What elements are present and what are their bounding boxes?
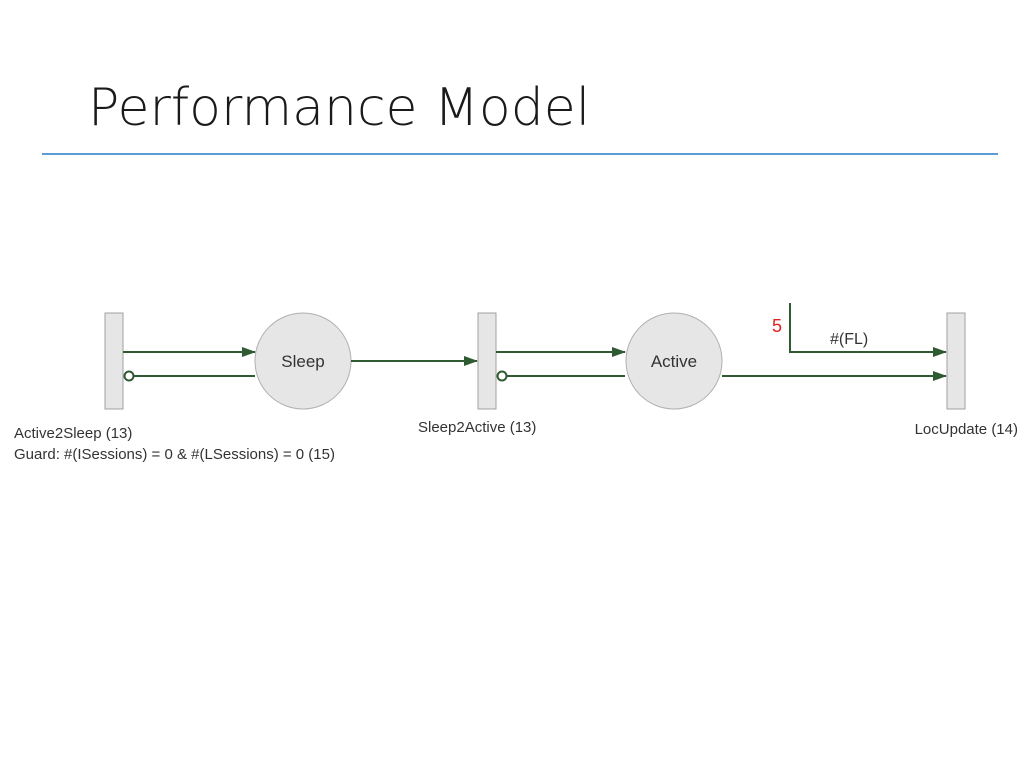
arc-label-fl: #(FL) — [830, 331, 868, 348]
transition-sleep2active — [477, 312, 497, 410]
inhibitor-circle-active2sleep — [123, 370, 135, 382]
arc-fl-to-locupdate — [789, 303, 947, 357]
transition-locupdate — [946, 312, 966, 410]
transition-active2sleep — [104, 312, 124, 410]
place-active-label: Active — [651, 352, 697, 371]
place-sleep-label: Sleep — [281, 352, 324, 371]
inhibitor-circle-sleep2active — [496, 370, 508, 382]
place-active — [625, 312, 723, 410]
transition-label-active2sleep: Active2Sleep (13) — [14, 425, 132, 442]
annotation-number: 5 — [772, 316, 782, 336]
title-divider — [42, 153, 998, 155]
transition-label-locupdate: LocUpdate (14) — [915, 421, 1018, 438]
transition-guard-active2sleep: Guard: #(ISessions) = 0 & #(LSessions) =… — [14, 446, 335, 463]
slide-title: Performance Model — [88, 78, 591, 138]
transition-label-sleep2active: Sleep2Active (13) — [418, 419, 536, 436]
